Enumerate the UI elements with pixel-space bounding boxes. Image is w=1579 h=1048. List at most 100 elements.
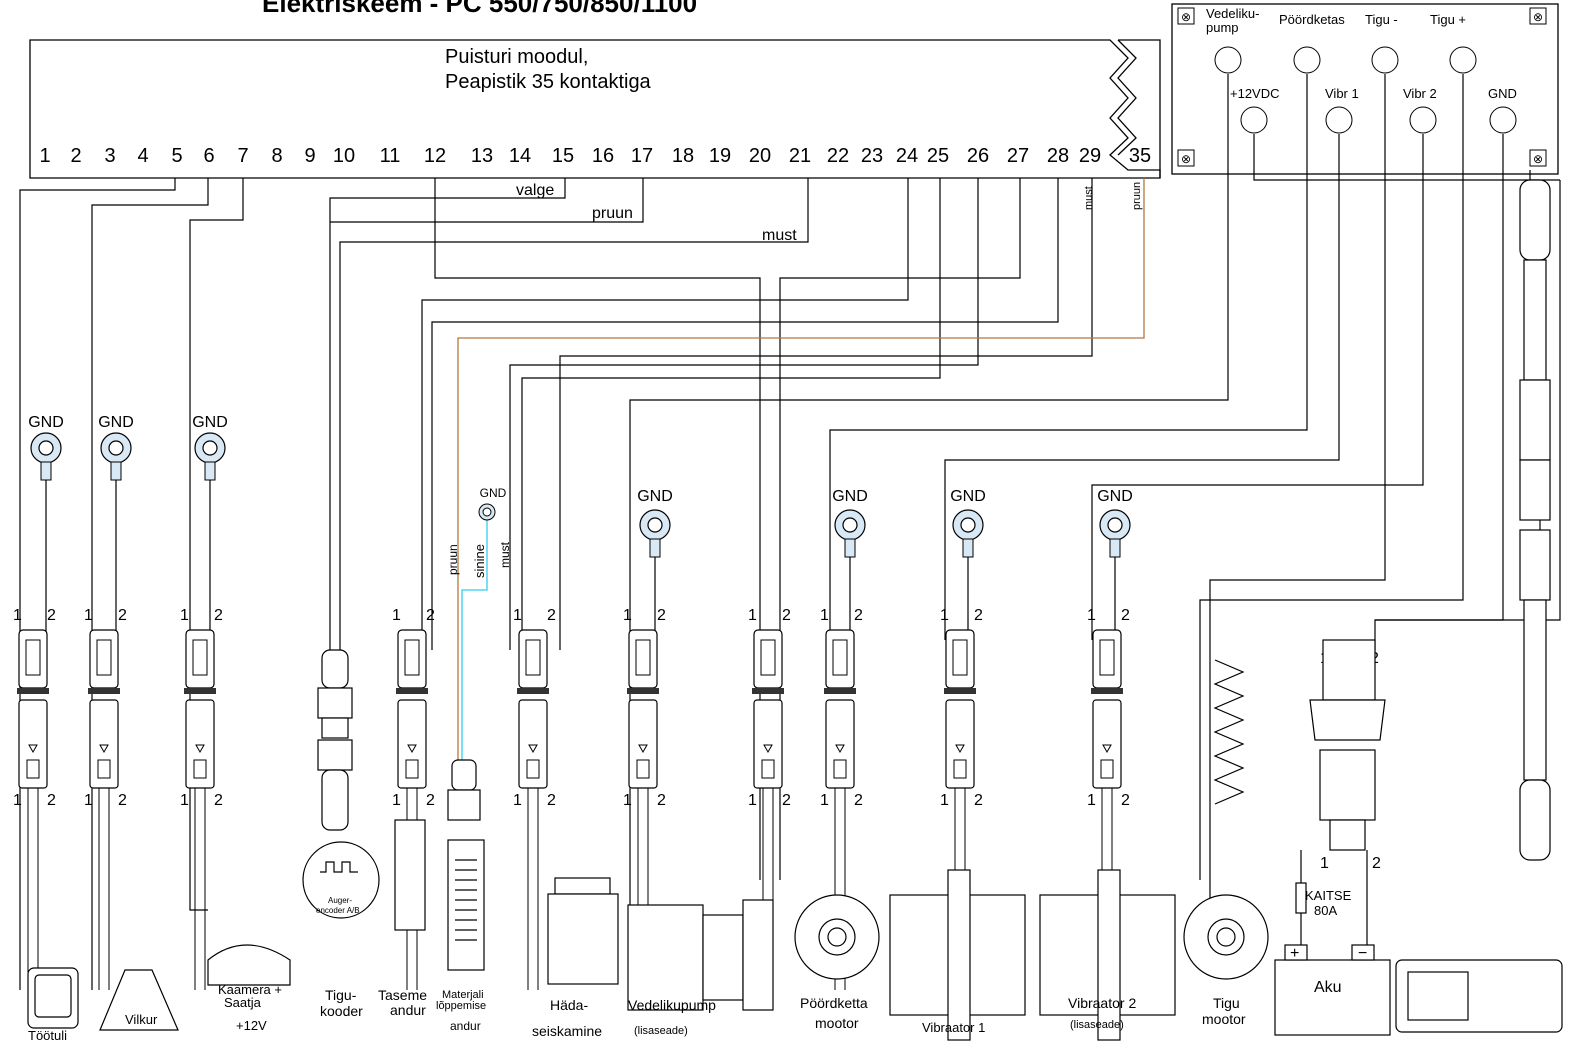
wiring-lines xyxy=(19,74,1561,990)
connector-plug xyxy=(517,629,549,990)
sensor-wire-must: must xyxy=(498,541,512,568)
module-pin-number: 35 xyxy=(1129,145,1151,167)
module-pin-number: 22 xyxy=(827,145,849,167)
wire-label-pruun-vertical: pruun xyxy=(1131,182,1143,210)
module-pin-number: 19 xyxy=(709,145,731,167)
label-poord-2: mootor xyxy=(815,1015,859,1031)
module-pin-number: 9 xyxy=(304,145,315,167)
connector-pin-number: 2 xyxy=(547,792,556,809)
module-pin-number: 8 xyxy=(271,145,282,167)
terminal-label-12vdc: +12VDC xyxy=(1230,86,1280,101)
label-vilkur: Vilkur xyxy=(125,1012,158,1027)
ground-label: GND xyxy=(192,414,228,431)
label-vibr2-2: (lisaseade) xyxy=(1070,1019,1124,1031)
connector-pin-number: 2 xyxy=(854,607,863,624)
module-title-line1: Puisturi moodul, xyxy=(445,46,588,68)
terminal-box: ⊗ ⊗ ⊗ ⊗ Vedeliku- pump Pöördketas Tigu -… xyxy=(1171,3,1559,175)
label-tootuli: Töötuli xyxy=(28,1028,67,1043)
label-kaamera-2: Saatja xyxy=(224,995,262,1010)
terminal-label-vedelikupump-2: pump xyxy=(1206,20,1239,35)
module-pin-number: 21 xyxy=(789,145,811,167)
diagram-title: Elektriskeem - PC 550/750/850/1100 xyxy=(262,0,697,18)
ground-label: GND xyxy=(480,486,507,500)
module-pin-number: 18 xyxy=(672,145,694,167)
connector-pin-number: 2 xyxy=(118,792,127,809)
battery-minus-label: − xyxy=(1358,945,1367,962)
connector-pin-number: 1 xyxy=(84,607,93,624)
encoder-icon xyxy=(302,841,380,919)
socket-pin-number: 1 xyxy=(1320,855,1329,872)
terminal-label-gnd: GND xyxy=(1488,86,1517,101)
connector-plug xyxy=(627,629,659,990)
connector-pin-number: 1 xyxy=(84,792,93,809)
connector-pin-number: 1 xyxy=(940,607,949,624)
connector-pin-number: 1 xyxy=(623,607,632,624)
ground-icon xyxy=(639,509,671,640)
label-tigu-2: mootor xyxy=(1202,1011,1246,1027)
terminal-label-vedelikupump: Vedeliku- xyxy=(1206,6,1259,21)
label-encoder-1: Auger- xyxy=(328,896,352,905)
module-pin-number: 29 xyxy=(1079,145,1101,167)
connector-pin-number: 2 xyxy=(47,607,56,624)
terminal-label-tigu-plus: Tigu + xyxy=(1430,12,1466,27)
sensor-wire-pruun: pruun xyxy=(446,544,460,575)
module-pin-number: 1 xyxy=(39,145,50,167)
ground-label: GND xyxy=(1097,488,1133,505)
module-pin-number: 24 xyxy=(896,145,918,167)
connector-pin-number: 1 xyxy=(820,792,829,809)
module-pin-number: 14 xyxy=(509,145,531,167)
round-connectors xyxy=(317,179,1551,861)
connector-pin-number: 2 xyxy=(1121,792,1130,809)
device-shapes xyxy=(27,639,1563,1041)
connector-pin-number: 2 xyxy=(782,607,791,624)
module-pin-number: 17 xyxy=(631,145,653,167)
wire-label-valge: valge xyxy=(516,182,554,199)
wire-label-must-vertical: must xyxy=(1083,186,1095,210)
label-poord-1: Pöördketta xyxy=(800,995,868,1011)
connector-pin-number: 2 xyxy=(214,792,223,809)
ground-icon xyxy=(834,509,866,640)
connector-pin-number: 1 xyxy=(748,792,757,809)
module-pin-number: 28 xyxy=(1047,145,1069,167)
wire-label-pruun: pruun xyxy=(592,205,633,222)
connector-pin-number: 1 xyxy=(13,607,22,624)
connector-pin-number: 2 xyxy=(974,607,983,624)
label-encoder-2: encoder A/B xyxy=(316,906,360,915)
power-socket-icon xyxy=(1322,639,1376,701)
connector-pin-number: 2 xyxy=(118,607,127,624)
battery-plus-label: + xyxy=(1290,945,1299,962)
module-pin-number: 6 xyxy=(203,145,214,167)
connector-pin-number: 1 xyxy=(513,792,522,809)
ground-icon xyxy=(194,432,226,640)
screw-icon: ⊗ xyxy=(1533,152,1543,166)
connector-plug xyxy=(88,629,120,990)
screw-icon: ⊗ xyxy=(1533,10,1543,24)
label-materjali-3: andur xyxy=(450,1019,481,1033)
connector-pin-number: 2 xyxy=(426,607,435,624)
vilkur-beacon-icon xyxy=(99,969,179,1031)
label-taseme-1: Taseme xyxy=(378,987,427,1003)
label-kaamera-3: +12V xyxy=(236,1018,267,1033)
module-pin-number: 12 xyxy=(424,145,446,167)
module-pin-number: 11 xyxy=(380,145,401,167)
ground-label: GND xyxy=(98,414,134,431)
label-tigukooder-2: kooder xyxy=(320,1003,363,1019)
module-pin-number: 13 xyxy=(471,145,493,167)
module-pin-number: 20 xyxy=(749,145,771,167)
label-tigu-1: Tigu xyxy=(1213,995,1240,1011)
label-kaitse-1: KAITSE xyxy=(1305,888,1352,903)
connector-pin-number: 2 xyxy=(974,792,983,809)
label-vibr1: Vibraator 1 xyxy=(922,1020,985,1035)
terminal-label-vibr1: Vibr 1 xyxy=(1325,86,1359,101)
sensor-wire-sinine: sinine xyxy=(472,544,487,578)
label-materjali-1: Materjali xyxy=(442,989,484,1001)
label-vedeliku-2: (lisaseade) xyxy=(634,1025,688,1037)
module-pin-number: 5 xyxy=(171,145,182,167)
battery-icon xyxy=(1274,959,1391,1036)
connector-pin-number: 1 xyxy=(513,607,522,624)
connector-pin-number: 1 xyxy=(13,792,22,809)
connector-plug xyxy=(944,629,976,990)
label-hada-2: seiskamine xyxy=(532,1023,602,1039)
